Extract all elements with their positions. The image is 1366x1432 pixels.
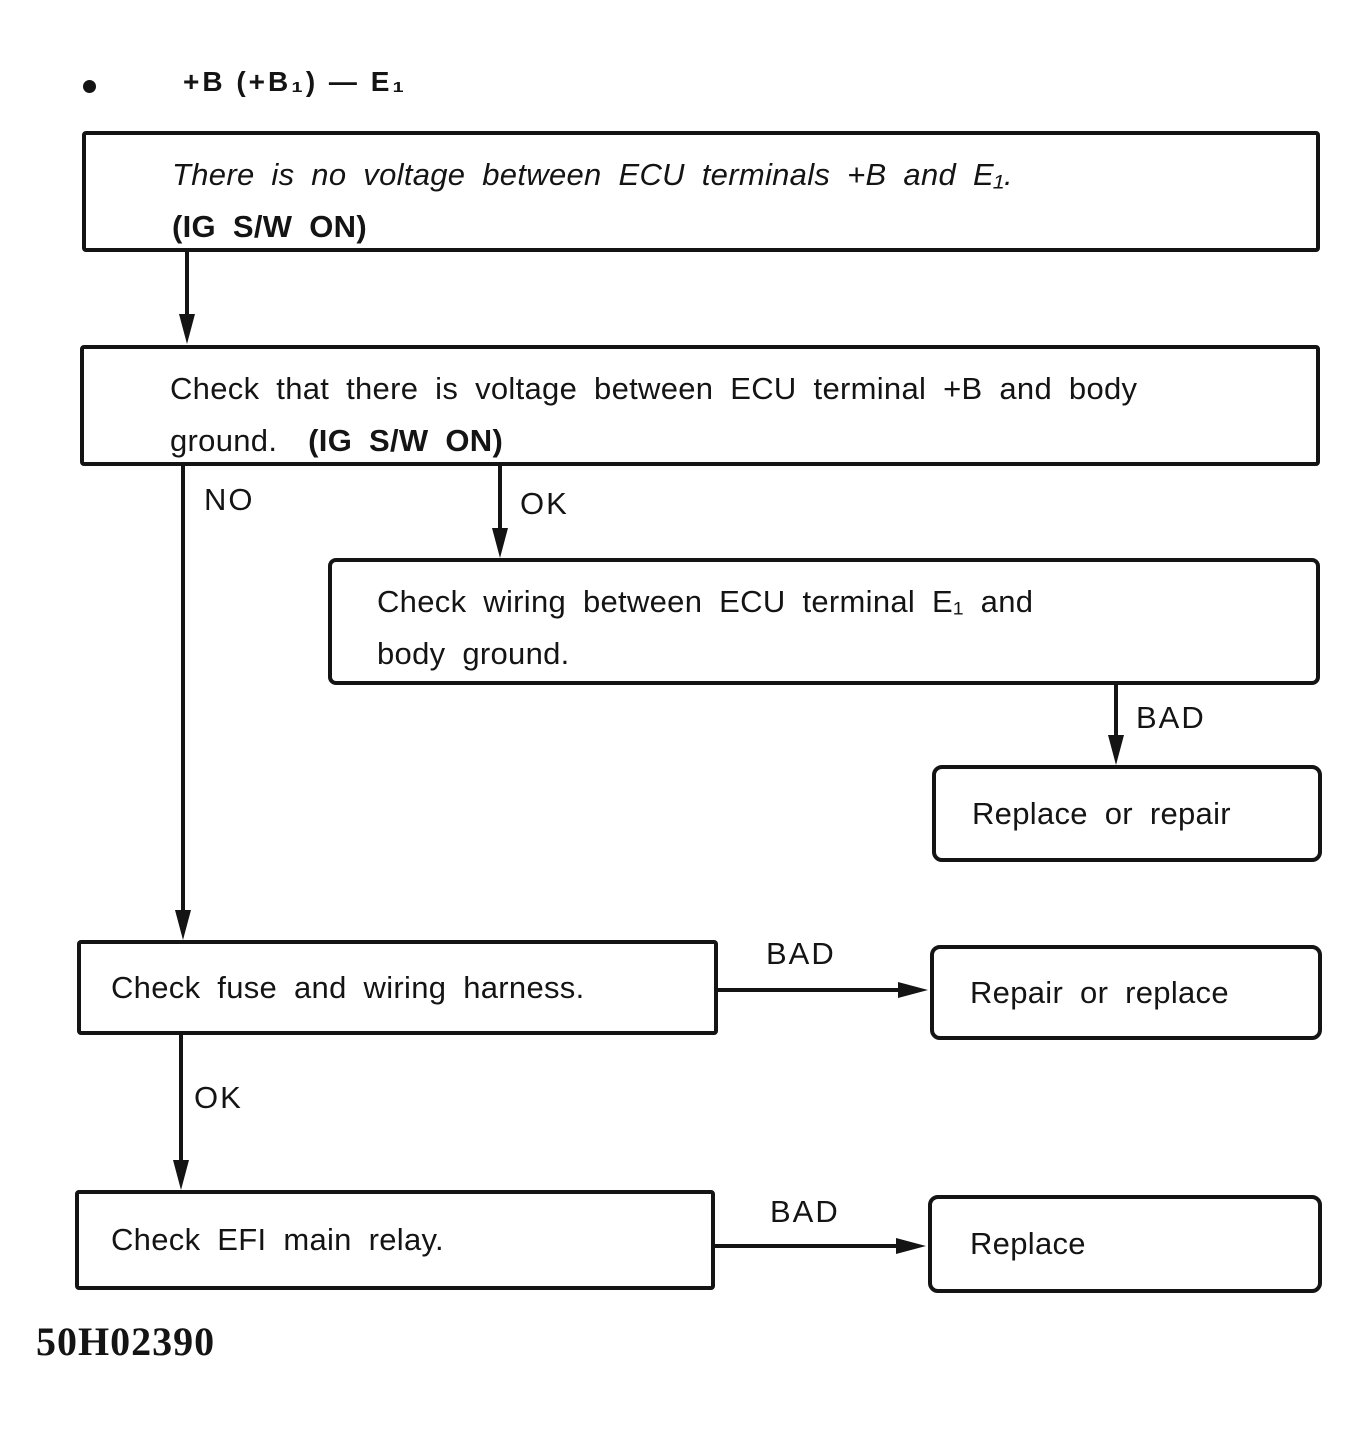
edge-label-bad-3: BAD [770, 1194, 840, 1229]
node-replace-or-repair: Replace or repair [932, 765, 1322, 862]
arrowhead-down-icon [1108, 735, 1124, 765]
node-repair-or-replace: Repair or replace [930, 945, 1322, 1040]
node-repair-or-replace-label: Repair or replace [970, 974, 1229, 1010]
node-replace-label: Replace [970, 1226, 1086, 1261]
node-check-voltage-line2-bold: (IG S/W ON) [308, 423, 504, 458]
node-check-voltage: Check that there is voltage between ECU … [80, 345, 1320, 466]
edge-label-ok-1: OK [520, 486, 569, 521]
arrow-line-bad-2 [718, 988, 898, 992]
node-check-voltage-line2: ground. [170, 423, 278, 458]
arrow-line-ok-2 [179, 1035, 183, 1160]
node-check-fuse: Check fuse and wiring harness. [77, 940, 718, 1035]
arrowhead-down-icon [175, 910, 191, 940]
arrowhead-down-icon [179, 314, 195, 344]
arrow-line-bad-3 [715, 1244, 896, 1248]
arrow-line-no-branch [181, 466, 185, 910]
node-no-voltage: There is no voltage between ECU terminal… [82, 131, 1320, 252]
node-check-wiring-line2: body ground. [377, 636, 570, 671]
node-replace-or-repair-label: Replace or repair [972, 795, 1231, 831]
node-check-fuse-label: Check fuse and wiring harness. [111, 969, 585, 1005]
arrow-line-ok-branch [498, 466, 502, 528]
edge-label-ok-2: OK [194, 1080, 243, 1115]
figure-code: 50H02390 [36, 1319, 216, 1364]
arrowhead-down-icon [173, 1160, 189, 1190]
node-check-efi-relay: Check EFI main relay. [75, 1190, 715, 1290]
node-no-voltage-line2: (IG S/W ON) [172, 209, 367, 244]
arrowhead-down-icon [492, 528, 508, 558]
section-title: +B (+B₁) — E₁ [183, 66, 407, 97]
arrowhead-right-icon [896, 1238, 926, 1254]
node-no-voltage-line1: There is no voltage between ECU terminal… [172, 157, 1013, 192]
node-check-voltage-line1: Check that there is voltage between ECU … [170, 371, 1138, 406]
node-check-efi-relay-label: Check EFI main relay. [111, 1222, 444, 1257]
arrow-line-bad-1 [1114, 685, 1118, 735]
node-replace: Replace [928, 1195, 1322, 1293]
arrowhead-right-icon [898, 982, 928, 998]
edge-label-bad-2: BAD [766, 936, 836, 971]
arrow-line-box1-to-box2 [185, 252, 189, 315]
bullet-icon [83, 80, 96, 93]
node-check-wiring: Check wiring between ECU terminal E₁ and… [328, 558, 1320, 685]
node-check-wiring-line1: Check wiring between ECU terminal E₁ and [377, 584, 1034, 619]
edge-label-no: NO [204, 482, 255, 517]
edge-label-bad-1: BAD [1136, 700, 1206, 735]
